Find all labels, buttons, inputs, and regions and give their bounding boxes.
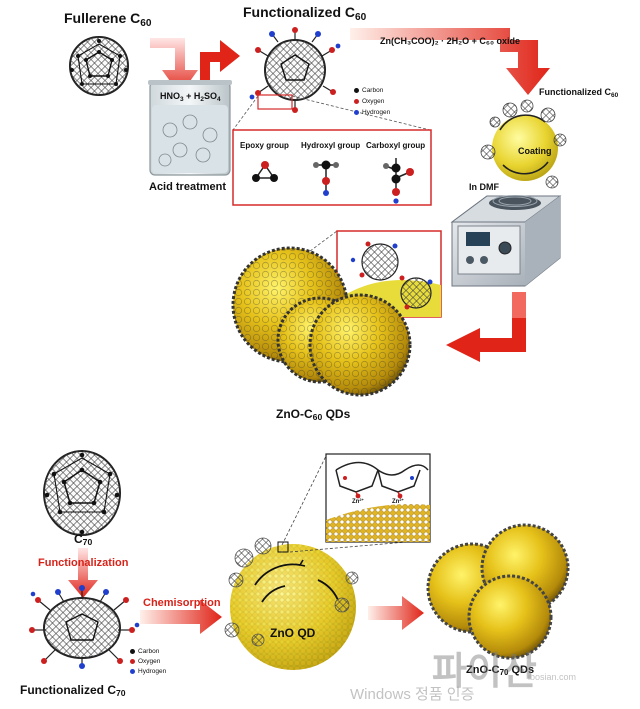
acid-reagent-c-sub: 4 <box>217 95 221 103</box>
zno-c70-qds-label: ZnO-C70 QDs <box>466 664 535 677</box>
zn-ion-1-sup: 2+ <box>359 497 364 503</box>
arrow-to-product <box>446 292 526 362</box>
functionalized-c60-right-label: Functionalized C60 <box>539 87 619 99</box>
functionalized-c60-sub: 60 <box>355 11 367 23</box>
zn-ion-label-2: Zn2+ <box>392 497 404 505</box>
acid-reagent-a-sub: 3 <box>180 95 184 103</box>
functionalized-c60-title: Functionalized C60 <box>243 4 367 23</box>
zno-c70-sub: 70 <box>499 667 509 677</box>
coating-sphere <box>480 99 567 189</box>
oxygen-dot-bottom-icon <box>130 659 135 664</box>
zno-c60-text-a: ZnO-C <box>276 407 313 421</box>
functionalized-c60-molecule <box>249 27 341 113</box>
functionalized-c70-molecule <box>29 585 140 669</box>
carbon-dot-icon <box>354 88 359 93</box>
hydrogen-dot-icon <box>354 110 359 115</box>
zno-c60-sub: 60 <box>312 412 323 423</box>
zn-reagent-label: Zn(CH₃COO)₂ · 2H₂O + C₆₀ oxide <box>380 36 521 46</box>
c70-label: C70 <box>74 532 93 548</box>
functionalized-right-sub: 60 <box>611 91 619 99</box>
legend-hydrogen-bottom-label: Hydrogen <box>138 668 167 675</box>
legend-hydrogen-label: Hydrogen <box>362 109 391 116</box>
functionalized-c70-text: Functionalized C <box>20 683 116 697</box>
fullerene-c60-sub: 60 <box>140 17 152 29</box>
watermark-windows: Windows 정품 인증 <box>350 686 475 703</box>
zno-c60-text-b: QDs <box>322 407 351 421</box>
coating-label: Coating <box>518 146 552 156</box>
fullerene-c60-text: Fullerene C <box>64 10 141 26</box>
fullerene-c60-title: Fullerene C60 <box>64 10 152 29</box>
arrow-to-zno-c70 <box>368 596 424 630</box>
epoxy-group-icon <box>252 161 278 182</box>
acid-reagent-c: SO <box>203 91 217 101</box>
zno-qd-sphere <box>224 537 359 670</box>
carboxyl-group-label: Carboxyl group <box>366 141 426 150</box>
legend-oxygen-bottom: Oxygen <box>130 658 160 665</box>
carbon-dot-bottom-icon <box>130 649 135 654</box>
legend-carbon-bottom: Carbon <box>130 648 159 655</box>
in-dmf-label: In DMF <box>469 182 499 192</box>
zoom-source-box <box>257 94 293 110</box>
zn-ion-label-1: Zn2+ <box>352 497 364 505</box>
zno-c70-text-a: ZnO-C <box>466 664 500 676</box>
legend-carbon: Carbon <box>354 87 383 94</box>
functionalization-label: Functionalization <box>38 557 129 569</box>
acid-reagent-a: HNO <box>160 91 180 101</box>
c70-molecule <box>43 450 121 536</box>
functionalized-c70-sub: 70 <box>116 688 126 699</box>
legend-oxygen: Oxygen <box>354 98 384 105</box>
c70-sub: 70 <box>82 537 93 548</box>
zno-c60-qds-label: ZnO-C60 QDs <box>276 407 351 423</box>
zno-c70-qd-cluster <box>426 523 570 660</box>
zno-c70-text-b: QDs <box>508 664 535 676</box>
acid-reagent-b-sub: 2 <box>200 95 204 103</box>
zn-interface-zoom-inset <box>277 453 431 553</box>
hydrogen-dot-bottom-icon <box>130 669 135 674</box>
zn-ion-1-text: Zn <box>352 499 360 505</box>
zn-ion-2-sup: 2+ <box>399 497 404 503</box>
zn-ion-2-text: Zn <box>392 499 400 505</box>
functionalized-c70-label: Functionalized C70 <box>20 683 126 699</box>
hydroxyl-group-label: Hydroxyl group <box>301 141 361 150</box>
arrow-chemisorption <box>140 600 222 634</box>
arrow-out-of-acid <box>200 40 240 90</box>
legend-carbon-label: Carbon <box>362 87 384 94</box>
oxygen-dot-icon <box>354 99 359 104</box>
legend-oxygen-bottom-label: Oxygen <box>138 658 161 665</box>
acid-treatment-label: Acid treatment <box>149 181 227 193</box>
legend-oxygen-label: Oxygen <box>362 98 385 105</box>
zoom-connector-lines <box>232 95 431 131</box>
zno-c60-qd-cluster <box>231 246 412 397</box>
legend-hydrogen-bottom: Hydrogen <box>130 668 166 675</box>
carboxyl-group-icon <box>383 158 414 204</box>
zno-qd-label: ZnO QD <box>270 626 316 640</box>
acid-beaker <box>148 80 232 176</box>
chemisorption-label: Chemisorption <box>143 597 221 609</box>
arrow-to-coating <box>350 28 550 95</box>
functionalized-right-text: Functionalized C <box>539 87 611 97</box>
fullerene-c60-molecule <box>69 36 129 96</box>
functional-group-panel <box>232 129 432 206</box>
hydroxyl-group-icon <box>313 160 339 196</box>
c70-text: C <box>74 532 83 546</box>
legend-hydrogen: Hydrogen <box>354 109 390 116</box>
acid-reagent-label: HNO3 + H2SO4 <box>160 91 221 103</box>
arrow-functionalization <box>68 548 98 598</box>
watermark-logo: 파이산 <box>432 651 537 693</box>
watermark-site: ibosian.com <box>528 672 577 682</box>
acid-reagent-b: + H <box>183 91 201 101</box>
legend-carbon-bottom-label: Carbon <box>138 648 160 655</box>
hotplate-stirrer <box>450 195 562 287</box>
epoxy-group-label: Epoxy group <box>240 141 289 150</box>
functionalized-c60-text: Functionalized C <box>243 4 355 20</box>
